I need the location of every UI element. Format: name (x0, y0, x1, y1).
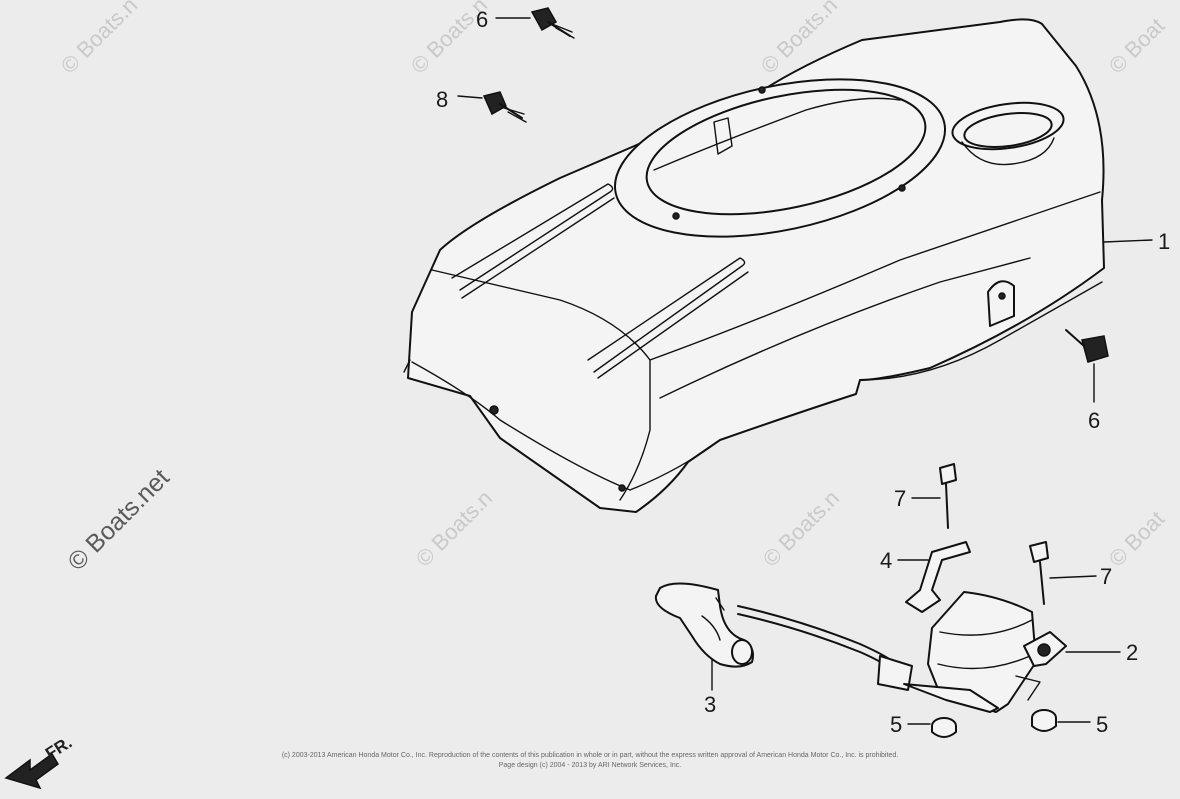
bolt-7-upper (939, 463, 957, 529)
callout-7-lower: 7 (1100, 564, 1112, 589)
watermark-mid-center: © Boats.n (411, 485, 497, 571)
callout-2: 2 (1126, 640, 1138, 665)
callout-6-upper: 6 (476, 7, 488, 32)
callout-numbers: 6 8 1 6 7 4 7 2 3 5 5 (436, 7, 1170, 737)
front-direction-indicator: FR. (4, 733, 75, 790)
callout-5-right: 5 (1096, 712, 1108, 737)
spacer-5-right (1031, 709, 1057, 732)
callout-1: 1 (1158, 229, 1170, 254)
footer-line-2: Page design (c) 2004 - 2013 by ARI Netwo… (499, 762, 682, 769)
callout-5-left: 5 (890, 712, 902, 737)
bolt-8 (482, 91, 527, 123)
front-arrow-icon (4, 752, 59, 790)
footer-line-1: (c) 2003-2013 American Honda Motor Co., … (282, 752, 898, 759)
watermark-top-edge: © Boat (1104, 13, 1169, 78)
watermark-mid-edge: © Boat (1104, 506, 1169, 571)
leader-lines (457, 17, 1153, 725)
callout-3: 3 (704, 692, 716, 717)
spark-plug-cap-3 (654, 582, 754, 668)
fan-cover-part (403, 18, 1105, 513)
spacer-5-left (931, 717, 957, 738)
watermark-mid-right: © Boats.n (758, 485, 844, 571)
callout-7-upper: 7 (894, 486, 906, 511)
ignition-coil-2 (737, 591, 1067, 713)
bolt-6-right (1065, 329, 1109, 363)
bracket-4 (905, 541, 971, 613)
callout-6-right: 6 (1088, 408, 1100, 433)
footer-copyright: (c) 2003-2013 American Honda Motor Co., … (282, 752, 898, 769)
bolt-6-upper (530, 7, 575, 39)
callout-4: 4 (880, 548, 892, 573)
watermark-copyright: © Boats.net (62, 464, 174, 576)
bolt-7-lower (1029, 541, 1049, 605)
callout-8: 8 (436, 87, 448, 112)
watermark-top-left: © Boats.n (56, 0, 142, 79)
